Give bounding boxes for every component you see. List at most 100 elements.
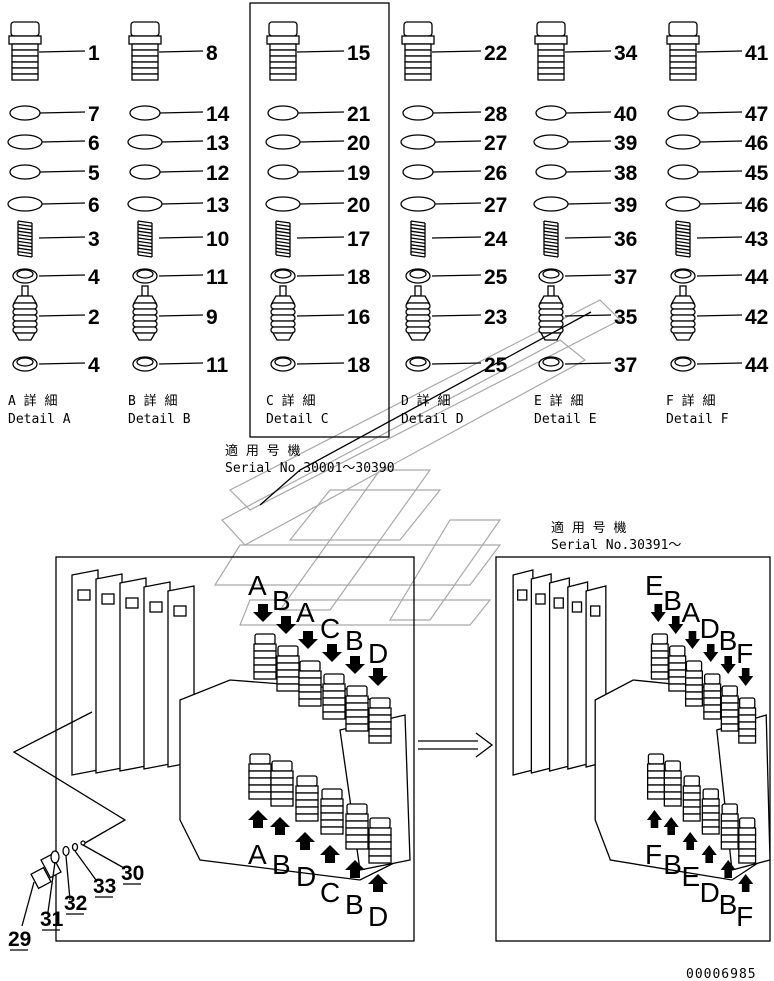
detail-label-en: Detail B	[128, 412, 191, 427]
part-number: 18	[347, 266, 371, 289]
detail-pointer-letter: C	[320, 877, 340, 908]
leader-line	[564, 314, 612, 317]
spring-part	[543, 220, 559, 258]
leader-line	[296, 314, 345, 317]
ring-part	[9, 164, 41, 180]
leader-line	[432, 111, 482, 114]
leader-line	[161, 140, 204, 143]
plug-part	[8, 21, 42, 81]
o-ring-32	[62, 845, 70, 857]
relief-valve-cartridge	[320, 788, 344, 835]
part-number-29: 29	[8, 928, 31, 951]
part-number: 2	[88, 306, 100, 329]
detail-c-frame	[249, 2, 390, 438]
seat-part	[670, 268, 696, 284]
small-parts-leader	[12, 711, 127, 844]
seat-part	[12, 356, 38, 372]
leader-line	[432, 170, 482, 173]
pointer-arrow-down	[345, 656, 365, 674]
seat-part	[538, 268, 564, 284]
seat-part	[538, 356, 564, 372]
part-number: 36	[614, 228, 637, 251]
part-number: 7	[88, 103, 100, 126]
leader-line	[38, 362, 86, 365]
leader-line	[564, 274, 612, 277]
spring-part	[137, 220, 153, 258]
pointer-arrow-down	[703, 644, 719, 662]
pointer-arrow-up	[345, 860, 365, 878]
leader-line	[159, 111, 204, 114]
detail-label-jp: B 詳 細	[128, 393, 177, 409]
part-number: 24	[484, 228, 508, 251]
ring-part	[535, 105, 567, 121]
ring-part	[533, 196, 569, 212]
valve-section	[548, 577, 571, 772]
detail-label-en: Detail D	[401, 412, 464, 427]
pointer-arrow-down	[298, 631, 318, 649]
leader-line	[431, 50, 482, 53]
ring-part	[129, 164, 161, 180]
leader-line	[159, 170, 204, 173]
part-number: 26	[484, 162, 507, 185]
spring-part	[17, 220, 33, 258]
detail-pointer-letter: B	[719, 889, 738, 920]
leader-line	[565, 170, 612, 173]
valve-section	[567, 581, 589, 770]
serial-old-label: 適 用 号 機	[225, 443, 300, 459]
serial-new-range: Serial No.30391～	[551, 538, 681, 553]
spool-part	[12, 285, 38, 341]
ring-part	[667, 105, 699, 121]
detail-label-en: Detail C	[266, 412, 329, 427]
leader-line	[296, 50, 345, 53]
leader-line	[38, 314, 86, 317]
relief-valve-cartridge	[646, 753, 666, 800]
ring-part	[665, 134, 701, 150]
serial-old-range: Serial No.30001～30390	[225, 461, 395, 476]
leader-line	[699, 140, 743, 143]
leader-line	[296, 362, 345, 365]
pointer-arrow-down	[684, 631, 701, 649]
part-number: 3	[88, 228, 100, 251]
leader-line	[567, 140, 612, 143]
detail-pointer-letter: D	[296, 861, 316, 892]
leader-line	[434, 140, 482, 143]
serial-new-label: 適 用 号 機	[551, 520, 626, 536]
part-number-31: 31	[40, 908, 64, 931]
right-assembly-frame	[495, 556, 771, 942]
valve-section	[119, 577, 147, 772]
detail-pointer-letter: D	[700, 613, 720, 644]
detail-pointer-letter: A	[296, 597, 315, 628]
part-number: 25	[484, 354, 508, 377]
leader-line	[697, 111, 743, 114]
pointer-arrow-up	[646, 810, 663, 828]
seat-part	[132, 356, 158, 372]
detail-pointer-letter: B	[345, 889, 364, 920]
ring-part	[9, 105, 41, 121]
leader-line	[299, 202, 345, 205]
part-number: 37	[614, 266, 637, 289]
seat-part	[270, 356, 296, 372]
part-number: 11	[206, 266, 229, 289]
pointer-arrow-up	[720, 860, 736, 878]
spring-part	[410, 220, 426, 258]
detail-pointer-letter: F	[645, 839, 662, 870]
leader-line	[297, 170, 345, 173]
part-number: 23	[484, 306, 507, 329]
part-number: 6	[88, 132, 100, 155]
part-number: 38	[614, 162, 638, 185]
leader-line	[696, 314, 743, 317]
pointer-arrow-down	[720, 656, 736, 674]
part-number: 13	[206, 132, 229, 155]
leader-line	[158, 50, 204, 53]
pointer-arrow-up	[295, 832, 315, 850]
plug-part	[666, 21, 700, 81]
pointer-arrow-down	[253, 604, 273, 622]
plug-bolt	[30, 853, 62, 890]
part-number: 41	[745, 42, 769, 65]
relief-valve-cartridge	[738, 697, 757, 744]
part-number: 28	[484, 103, 508, 126]
